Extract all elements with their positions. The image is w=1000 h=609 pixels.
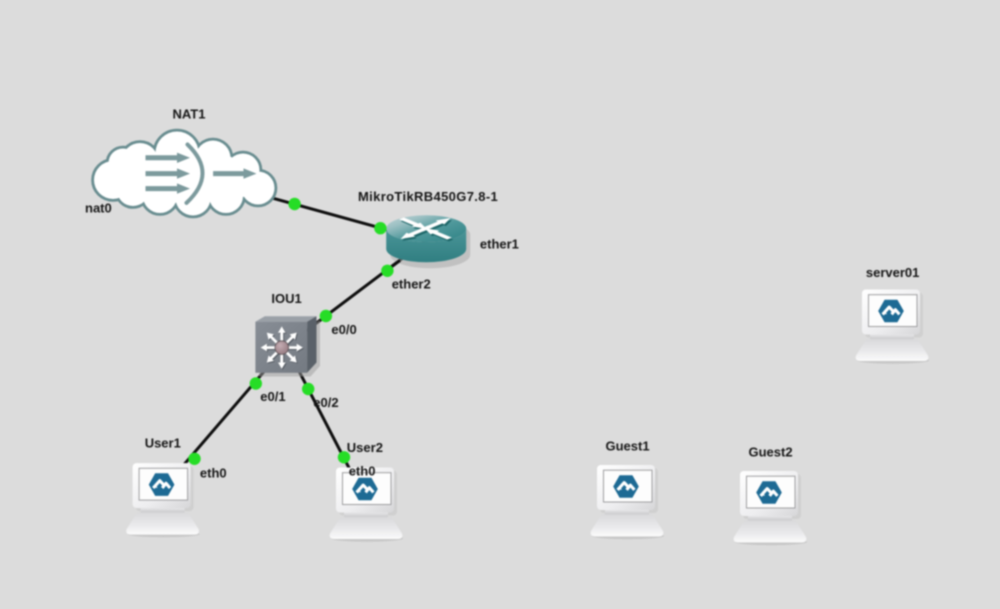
svg-text:ether1: ether1 (480, 237, 519, 252)
svg-text:MikroTikRB450G7.8-1: MikroTikRB450G7.8-1 (358, 189, 498, 204)
svg-text:User1: User1 (145, 436, 181, 451)
svg-text:Guest2: Guest2 (749, 445, 793, 460)
svg-text:NAT1: NAT1 (173, 107, 206, 122)
svg-text:Guest1: Guest1 (606, 439, 650, 454)
svg-text:server01: server01 (866, 265, 920, 280)
svg-text:ether2: ether2 (392, 276, 431, 291)
svg-text:eth0: eth0 (349, 464, 376, 479)
svg-text:e0/1: e0/1 (260, 389, 285, 404)
svg-text:eth0: eth0 (200, 465, 227, 480)
svg-text:User2: User2 (347, 440, 383, 455)
svg-text:IOU1: IOU1 (271, 291, 301, 306)
svg-text:e0/0: e0/0 (331, 322, 356, 337)
svg-text:nat0: nat0 (85, 200, 112, 215)
svg-text:e0/2: e0/2 (313, 395, 338, 410)
